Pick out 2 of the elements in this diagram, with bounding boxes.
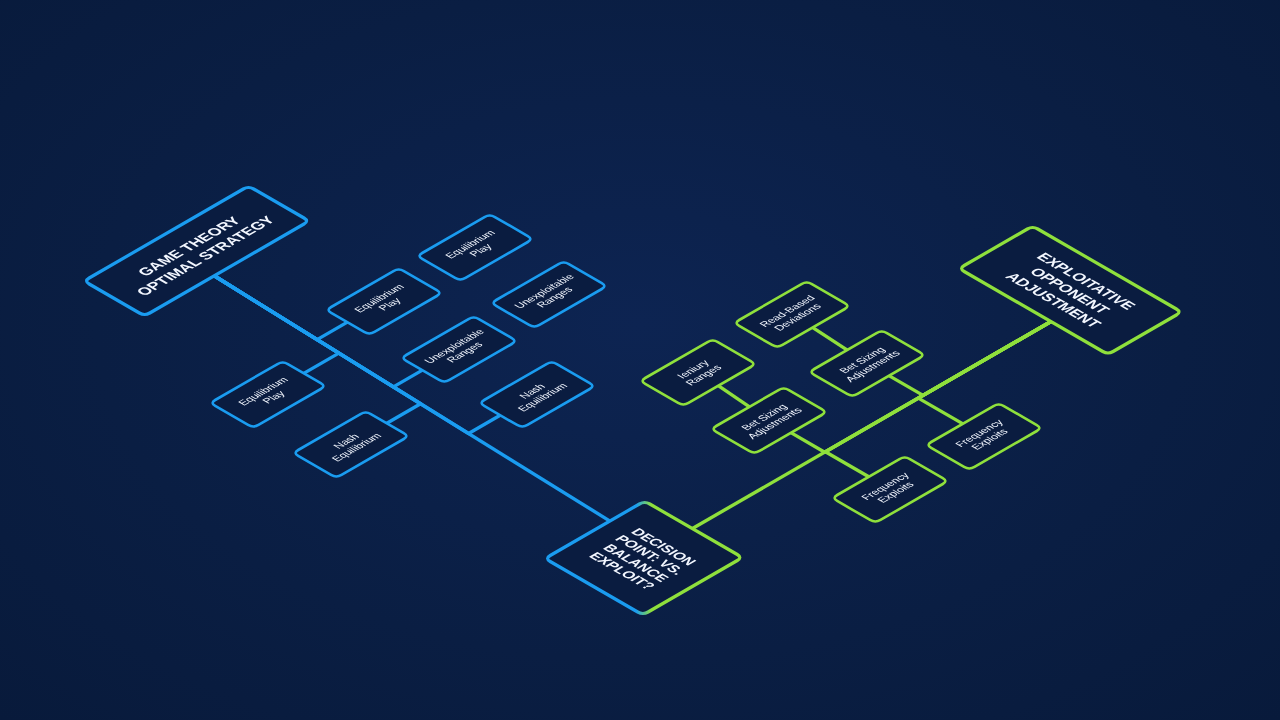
connector-line: [823, 319, 1053, 479]
connector-line: [810, 325, 849, 352]
